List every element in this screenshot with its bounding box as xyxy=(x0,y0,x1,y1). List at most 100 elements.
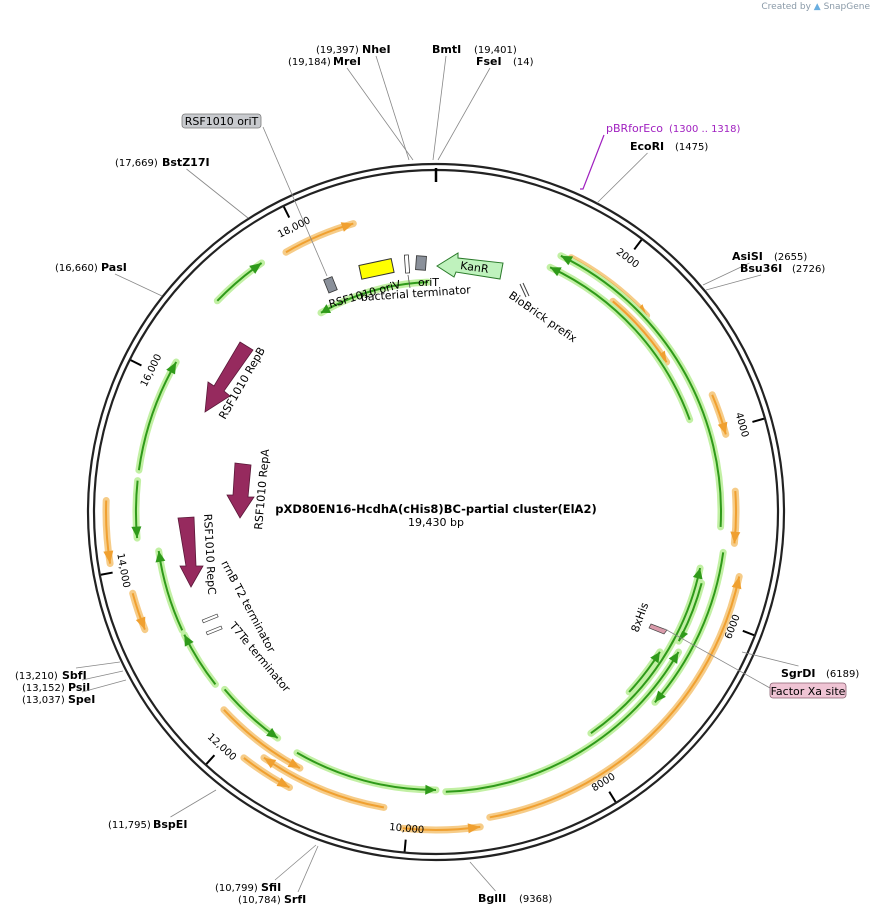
biobrick-mark-1 xyxy=(519,283,527,298)
site-psii[interactable]: PsiI(13,152) xyxy=(22,670,124,694)
orf-arc-19[interactable] xyxy=(129,589,149,634)
gene-arc-5[interactable] xyxy=(557,252,725,531)
site-psii-leader xyxy=(81,670,124,681)
site-fsei[interactable]: FseI (14) xyxy=(437,55,534,161)
orf-arc-13-line xyxy=(263,756,385,809)
bacterial-terminator-leader xyxy=(407,274,411,289)
site-sgrdi-position: (6189) xyxy=(826,669,859,680)
orf-arc-3[interactable] xyxy=(708,391,730,438)
site-bstz17i[interactable]: BstZ17I(17,669) xyxy=(115,156,249,219)
feature-8xhis[interactable]: 8xHis xyxy=(629,601,668,635)
site-nhei[interactable]: NheI(19,397) xyxy=(316,43,410,161)
site-srfi-position: (10,784) xyxy=(238,895,281,906)
orf-arc-19-arrowhead xyxy=(135,616,146,630)
site-bsu36i[interactable]: Bsu36I(2726) xyxy=(705,262,825,291)
site-asisi[interactable]: AsiSI(2655) xyxy=(702,250,807,286)
orf-arc-22[interactable] xyxy=(102,497,114,568)
site-bmti-leader xyxy=(432,55,447,161)
gene-arc-9-glow xyxy=(587,564,704,737)
restriction-sites: NheI(19,397)MreI(19,184)BmtI(19,401)FseI… xyxy=(15,43,859,906)
gene-arc-17[interactable] xyxy=(221,685,282,742)
site-asisi-name: AsiSI xyxy=(732,250,763,263)
site-srfi-name: SrfI xyxy=(284,893,306,906)
gene-arc-20[interactable] xyxy=(155,547,186,634)
site-sbfi-name: SbfI xyxy=(62,669,87,682)
site-bsu36i-position: (2726) xyxy=(792,264,825,275)
orf-arc-6[interactable] xyxy=(486,573,743,821)
tick-label-4000: 4000 xyxy=(733,411,751,438)
gene-arc-14[interactable] xyxy=(293,749,440,795)
site-bstz17i-position: (17,669) xyxy=(115,158,158,169)
orf-arc-1[interactable] xyxy=(609,297,671,366)
site-psii-name: PsiI xyxy=(68,681,90,694)
gene-arc-24[interactable] xyxy=(213,259,266,305)
his8-mark xyxy=(648,623,668,635)
orf-arc-25[interactable] xyxy=(282,220,357,256)
site-sgrdi[interactable]: SgrDI(6189) xyxy=(741,651,859,680)
site-sfii[interactable]: SfiI(10,799) xyxy=(215,844,317,894)
kanr-arrow xyxy=(436,252,504,280)
site-sbfi[interactable]: SbfI (13,210) xyxy=(15,661,121,682)
rrnb-t2-mark xyxy=(201,613,219,624)
feature-rsf1010-orit[interactable] xyxy=(262,126,338,294)
site-sfii-position: (10,799) xyxy=(215,883,258,894)
gene-arc-10[interactable] xyxy=(625,648,664,696)
site-bglii[interactable]: BglII(9368) xyxy=(469,861,552,905)
site-fsei-name: FseI xyxy=(476,55,502,68)
gene-arc-18[interactable] xyxy=(180,631,219,688)
primer-pbrforeco-name: pBRforEco xyxy=(606,122,663,135)
orf-arc-13[interactable] xyxy=(260,754,388,811)
gene-arc-21[interactable] xyxy=(131,477,142,542)
orf-arc-16[interactable] xyxy=(220,706,304,772)
orf-arc-15[interactable] xyxy=(240,754,293,791)
primer-pbrforeco[interactable]: pBRforEco (1300 .. 1318) xyxy=(580,122,741,190)
gene-arc-9[interactable] xyxy=(587,564,704,737)
badge-factor-xa-site[interactable]: Factor Xa site xyxy=(664,628,847,699)
feature-kanr[interactable]: KanR xyxy=(436,252,504,280)
site-sbfi-leader xyxy=(75,661,121,669)
orf-arc-12[interactable] xyxy=(399,823,484,834)
orf-arc-1-arrowhead xyxy=(656,350,667,363)
gene-arc-23[interactable] xyxy=(135,358,180,474)
feature-biobrick-prefix[interactable]: BioBrick prefix xyxy=(506,282,580,346)
site-pasi[interactable]: PasI(16,660) xyxy=(55,261,163,297)
gene-arc-11[interactable] xyxy=(442,648,682,796)
site-bspei-leader xyxy=(170,789,217,818)
repa-label: RSF1010 RepA xyxy=(252,448,272,530)
feature-orit[interactable]: oriT xyxy=(415,255,440,289)
site-bspei-name: BspEI xyxy=(153,818,187,831)
primer-pbrforeco-line xyxy=(580,134,605,190)
orf-arc-4[interactable] xyxy=(730,487,741,547)
tick-mark-12000 xyxy=(205,754,216,765)
feature-t7te-terminator[interactable]: T7Te terminator xyxy=(205,619,293,695)
snapgene-brand: Created by ▲ SnapGene xyxy=(761,2,870,12)
site-mrei-name: MreI xyxy=(333,55,361,68)
gene-arc-11-arrowhead xyxy=(668,652,679,664)
gene-arc-18-arrowhead xyxy=(184,634,194,647)
site-bmti[interactable]: BmtI(19,401) xyxy=(432,43,517,161)
site-fsei-position: (14) xyxy=(513,57,534,68)
site-srfi[interactable]: SrfI(10,784) xyxy=(238,845,319,906)
gene-arc-26[interactable] xyxy=(317,278,432,317)
gene-arc-7[interactable] xyxy=(651,548,727,706)
tick-label-14000: 14,000 xyxy=(114,552,131,588)
site-bspei[interactable]: BspEI(11,795) xyxy=(108,789,217,831)
feature-rsf1010-repb[interactable]: RSF1010 RepB xyxy=(204,341,268,422)
badge-rsf1010-orit[interactable]: RSF1010 oriT xyxy=(181,113,262,129)
site-ecori[interactable]: EcoRI(1475) xyxy=(596,140,708,204)
feature-rsf1010-repc[interactable]: RSF1010 RepC xyxy=(177,513,218,595)
site-sfii-name: SfiI xyxy=(261,881,281,894)
feature-rsf1010-repa[interactable]: RSF1010 RepA xyxy=(226,448,272,530)
snapgene-brand-name: SnapGene xyxy=(823,2,870,12)
site-bglii-name: BglII xyxy=(478,892,506,905)
gene-arc-5-line xyxy=(560,254,722,527)
site-pasi-position: (16,660) xyxy=(55,263,98,274)
gene-arc-2[interactable] xyxy=(546,263,694,424)
site-mrei[interactable]: MreI(19,184) xyxy=(288,55,414,161)
site-spei[interactable]: SpeI(13,037) xyxy=(22,679,127,706)
site-sbfi-position: (13,210) xyxy=(15,671,58,682)
site-srfi-leader xyxy=(297,845,319,893)
site-ecori-name: EcoRI xyxy=(630,140,664,153)
site-bstz17i-leader xyxy=(186,168,249,219)
oriv-box xyxy=(358,258,395,280)
